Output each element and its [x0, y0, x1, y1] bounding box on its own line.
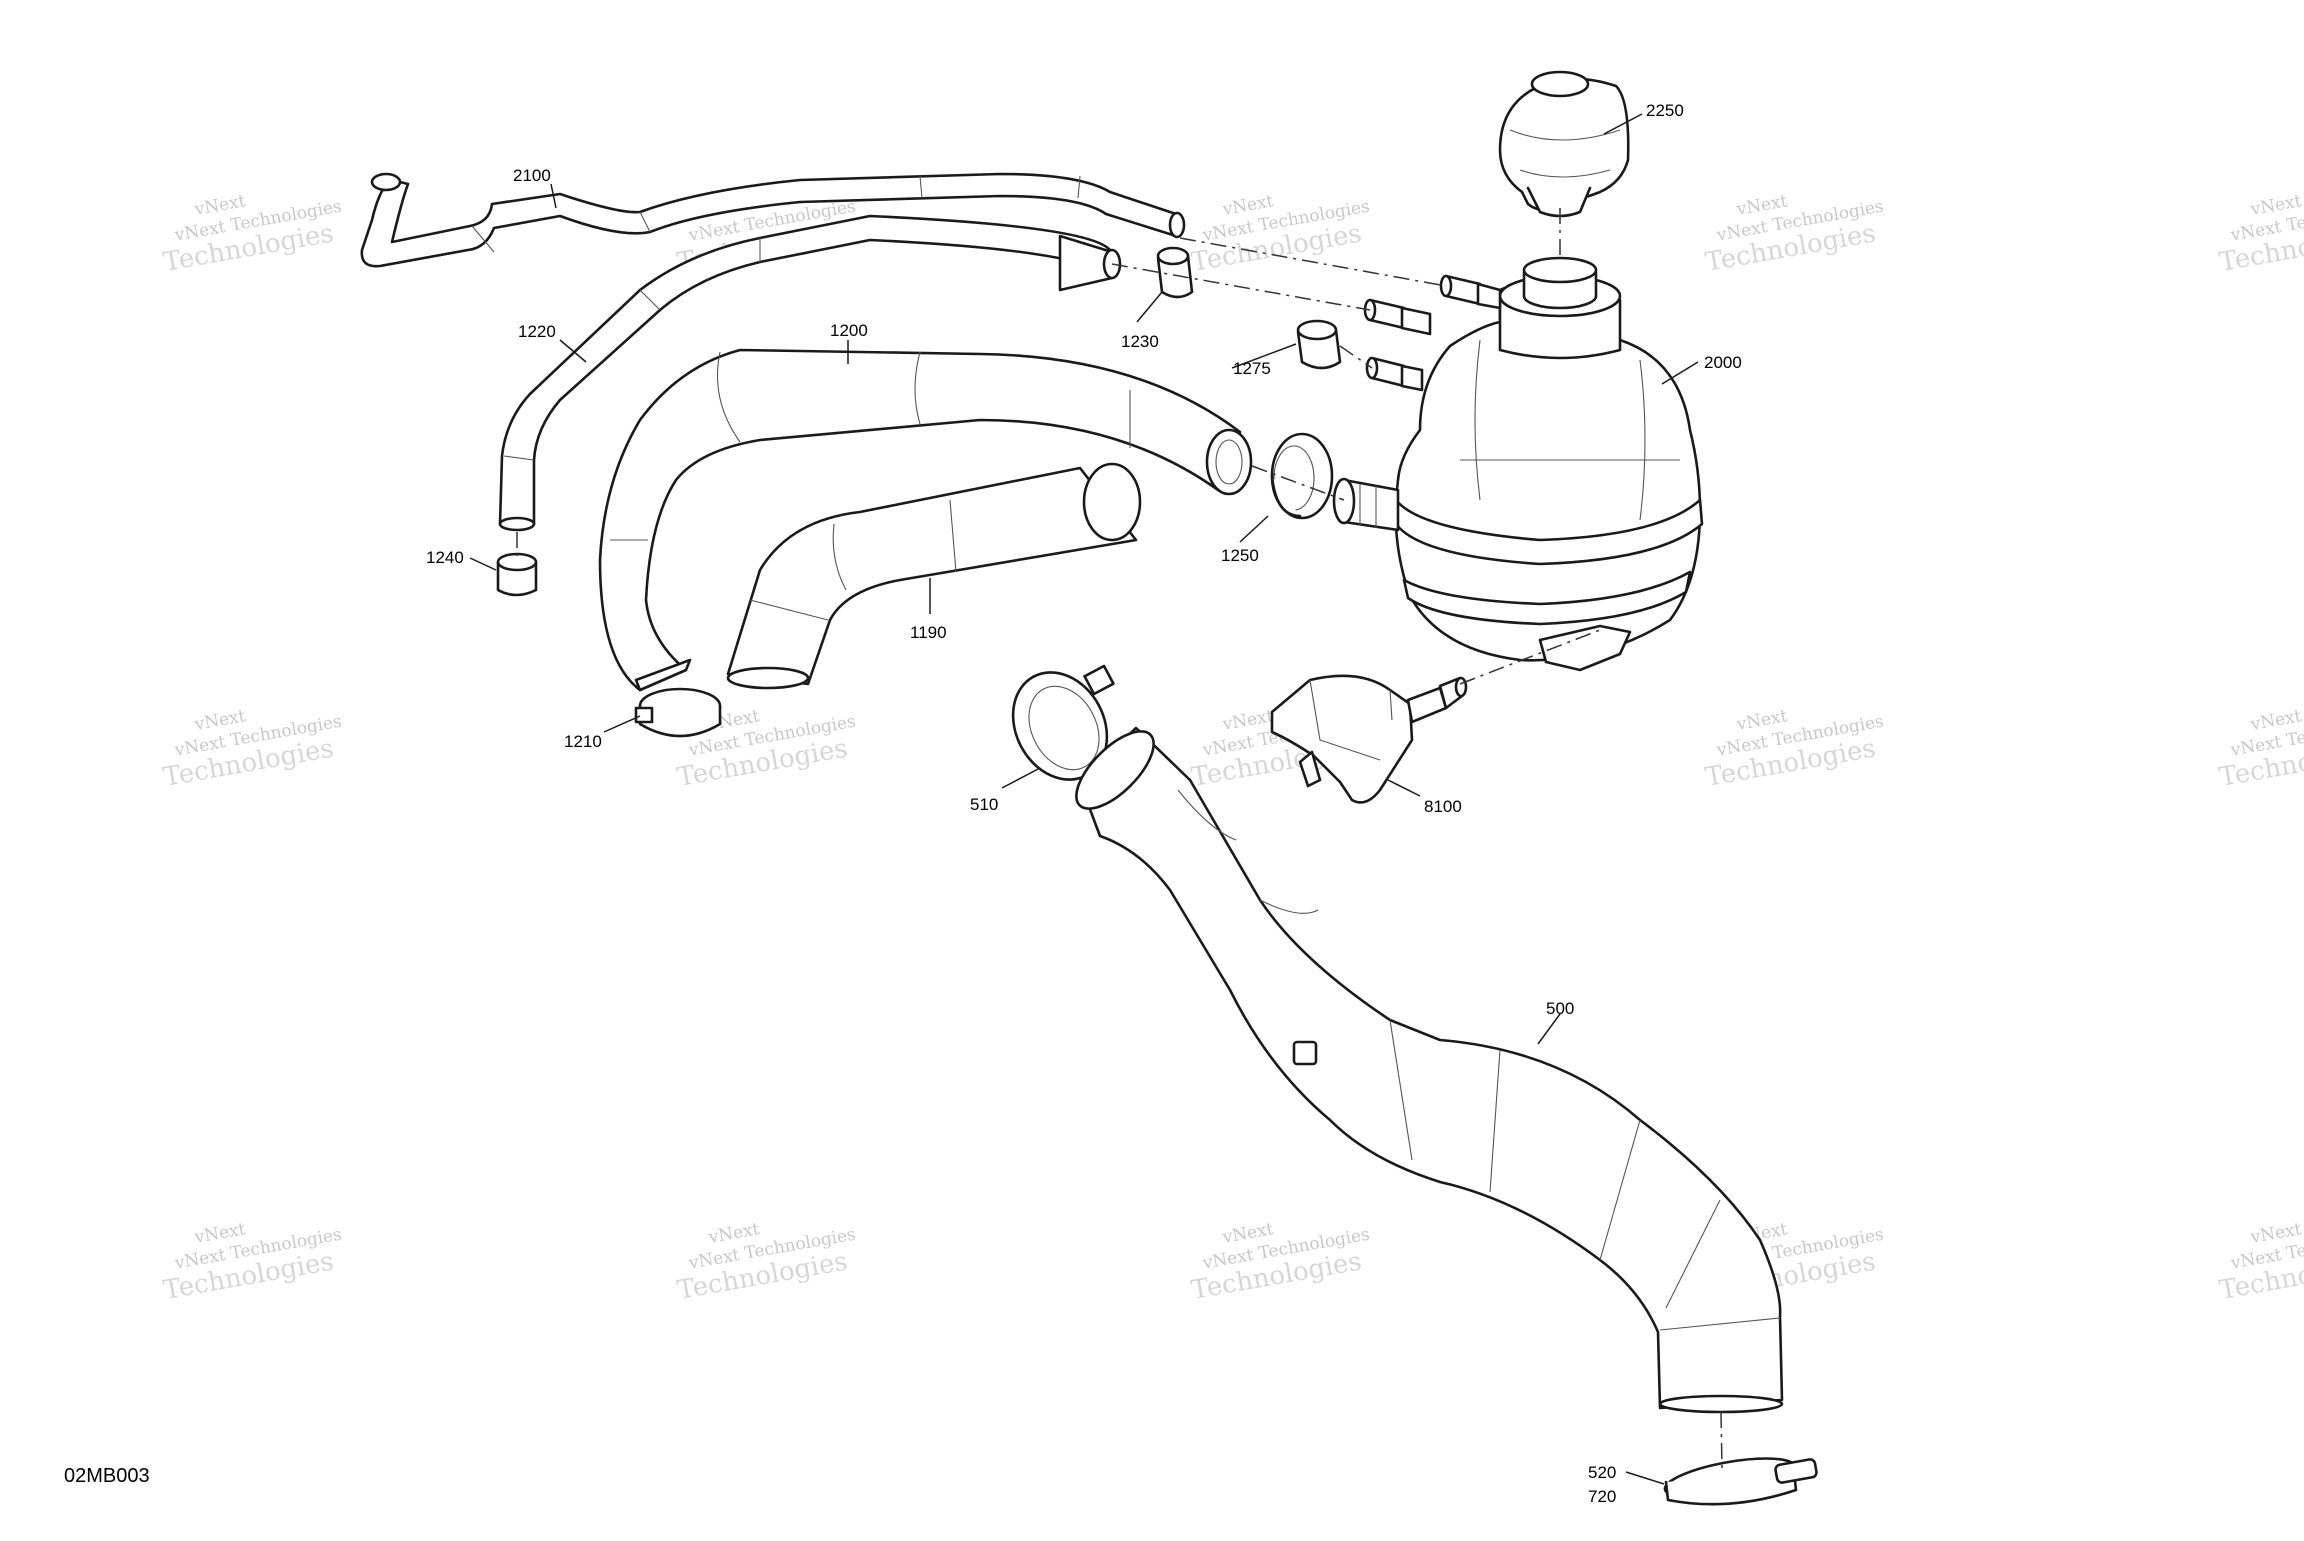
callout-520: 520: [1588, 1463, 1616, 1482]
callout-2250: 2250: [1646, 101, 1684, 120]
expansion-tank-2000: [1332, 256, 1704, 672]
tank-outlet: [1332, 477, 1400, 532]
clamp-1230: [1156, 246, 1194, 299]
callout-720: 720: [1588, 1487, 1616, 1506]
clamp-1275: [1296, 319, 1342, 370]
tank-nipple-upper: [1363, 298, 1432, 336]
tank-nipple-mid: [1365, 356, 1424, 392]
hose-1200: [598, 348, 1253, 692]
leader-lines: [469, 113, 1699, 1485]
clamp-520: [1663, 1457, 1818, 1506]
callout-2100: 2100: [513, 166, 551, 185]
clamp-510: [1011, 664, 1115, 781]
callout-1200: 1200: [830, 321, 868, 340]
callout-500: 500: [1546, 999, 1574, 1018]
clamp-1210: [634, 687, 722, 738]
reference-code: 02MB003: [64, 1465, 150, 1487]
hose-2100: [360, 172, 1186, 268]
callout-510: 510: [970, 795, 998, 814]
callout-1220: 1220: [518, 322, 556, 341]
hose-1190: [726, 462, 1142, 690]
clamp-1250: [1270, 432, 1334, 520]
hose-1220: [498, 214, 1122, 532]
callout-1190: 1190: [910, 623, 947, 642]
callout-8100: 8100: [1424, 797, 1462, 816]
hose-500: [1075, 726, 1784, 1414]
callout-2000: 2000: [1704, 353, 1742, 372]
callout-1275: 1275: [1233, 359, 1271, 378]
assembly-lines: [516, 208, 1723, 1469]
tank-cap-2250: [1498, 70, 1630, 218]
callout-labels: 2100 2250 1220 1200 1230 1275 2000 1240 …: [426, 101, 1742, 1506]
callout-1240: 1240: [426, 548, 464, 567]
tank-nipple-top: [1439, 274, 1502, 310]
callout-1210: 1210: [564, 732, 602, 751]
callout-1250: 1250: [1221, 546, 1259, 565]
clamp-1240: [496, 552, 538, 597]
callout-1230: 1230: [1121, 332, 1159, 351]
bracket-8100: [1270, 674, 1468, 804]
